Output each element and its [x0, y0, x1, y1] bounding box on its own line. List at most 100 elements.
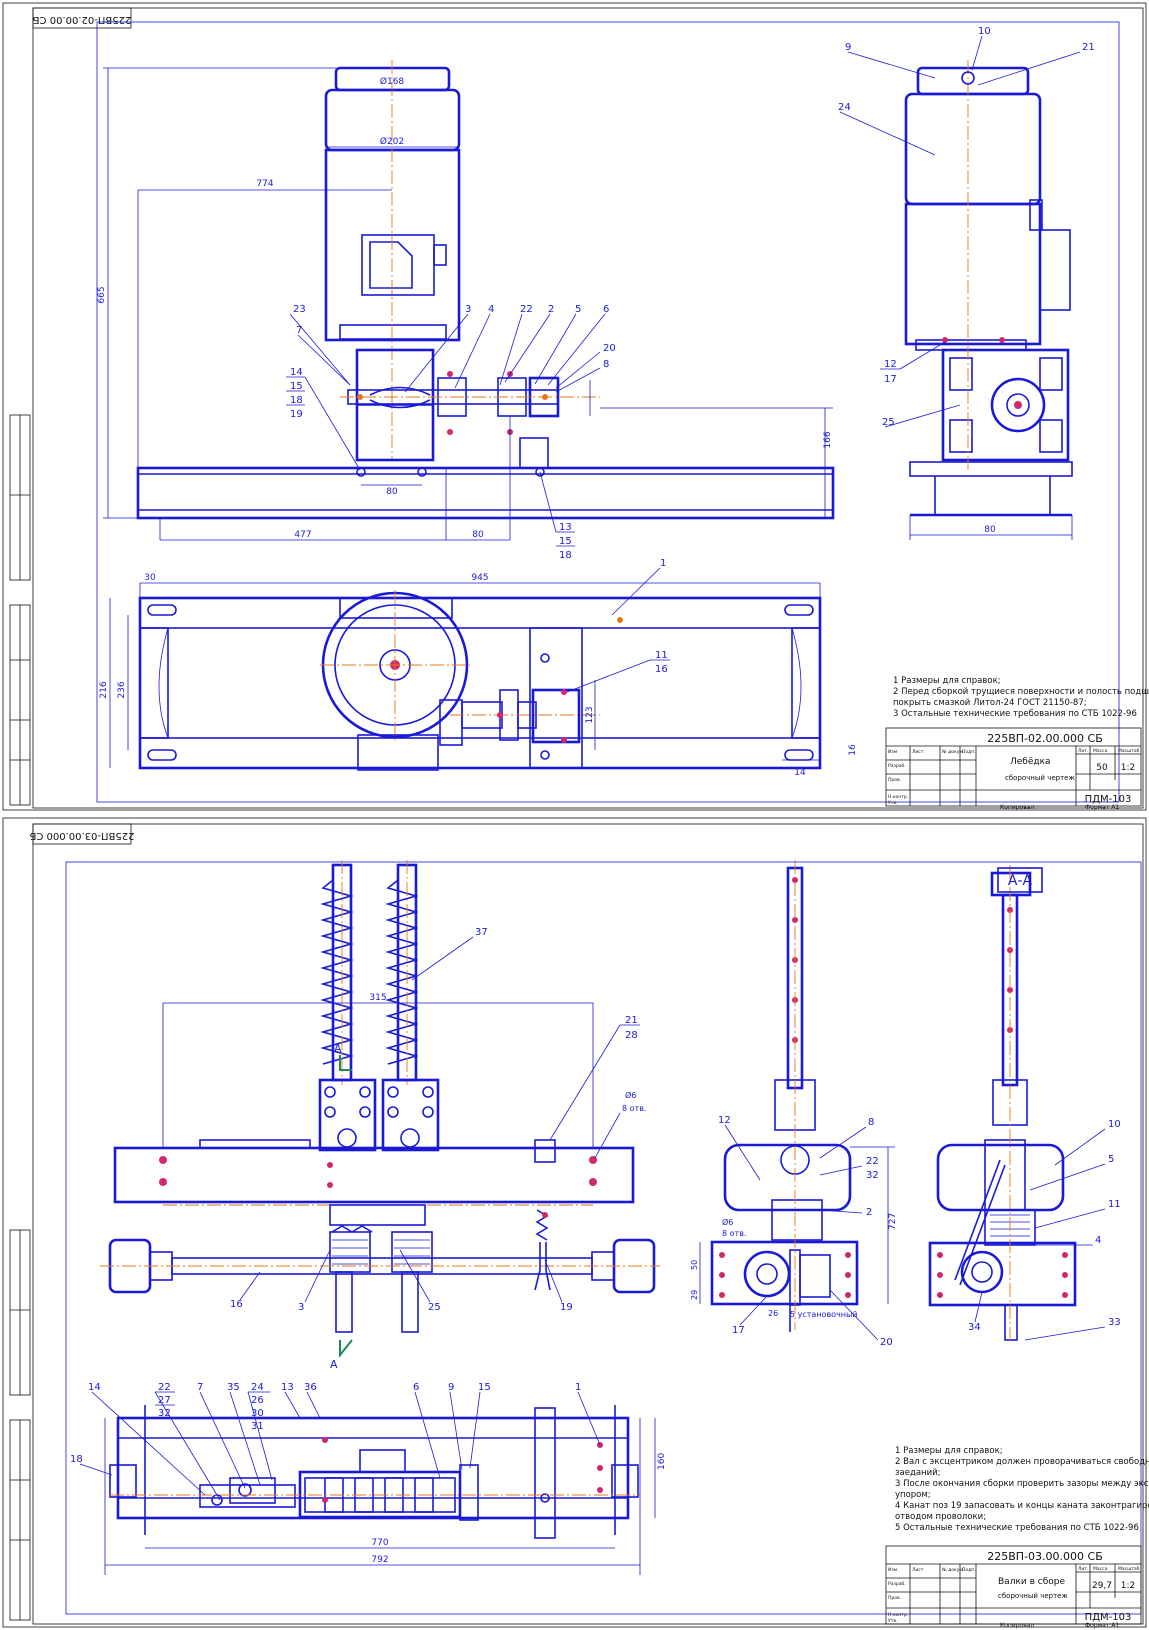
- rollers-section-aa: [928, 865, 1077, 1341]
- svg-text:22: 22: [158, 1382, 171, 1393]
- svg-text:Изм: Изм: [888, 1567, 897, 1573]
- svg-text:7: 7: [197, 1382, 203, 1393]
- sheet2-main-leaders: 37 21 28 Ø6 8 отв. 16 3 25 19: [230, 927, 646, 1313]
- svg-text:5 установочный: 5 установочный: [790, 1310, 858, 1319]
- svg-text:34: 34: [968, 1322, 981, 1333]
- svg-text:2: 2: [548, 304, 554, 315]
- svg-text:9: 9: [448, 1382, 454, 1393]
- svg-text:Ø202: Ø202: [380, 136, 404, 147]
- svg-text:Подп.: Подп.: [962, 749, 976, 755]
- sheet1-title-sub: сборочный чертеж: [1005, 774, 1075, 782]
- main-beam: [113, 1146, 635, 1204]
- sheet1-title-code: 225ВП-02.00.000 СБ: [987, 732, 1103, 745]
- svg-text:21: 21: [1082, 42, 1095, 53]
- svg-text:21: 21: [625, 1015, 638, 1026]
- svg-text:15: 15: [478, 1382, 491, 1393]
- section-aa-box: [997, 867, 1043, 893]
- section-mark-bottom: А: [330, 1358, 338, 1371]
- svg-text:18: 18: [559, 550, 572, 561]
- sheet2-stamp: 225ВП-03.00.000 СБ: [29, 830, 134, 841]
- svg-text:№ докум.: № докум.: [942, 749, 964, 755]
- bearing-support: [529, 627, 583, 769]
- svg-text:14: 14: [88, 1382, 101, 1393]
- svg-text:770: 770: [371, 1538, 388, 1548]
- svg-text:13: 13: [281, 1382, 294, 1393]
- svg-text:29: 29: [690, 1290, 699, 1300]
- rollers-main-view: [100, 860, 660, 1358]
- svg-text:32: 32: [866, 1170, 879, 1181]
- sheet2-copied: Копировал: [1000, 1622, 1034, 1629]
- sheet1-stamp: 225ВП-02.00.00 СБ: [33, 14, 132, 25]
- sheet2-format: Формат А1: [1085, 1622, 1119, 1629]
- svg-text:15: 15: [559, 536, 572, 547]
- svg-text:Лист: Лист: [912, 749, 924, 755]
- svg-text:20: 20: [603, 343, 616, 354]
- svg-text:4: 4: [488, 304, 494, 315]
- svg-text:23: 23: [293, 304, 306, 315]
- svg-text:12: 12: [718, 1115, 731, 1126]
- sheet1-title-block: [885, 727, 1142, 807]
- svg-text:Лит.: Лит.: [1078, 748, 1088, 754]
- svg-text:80: 80: [472, 530, 484, 540]
- winch-front-view: [103, 60, 835, 541]
- sheet2-org: ПДМ-103: [1085, 1612, 1132, 1623]
- svg-text:2 Перед сборкой трущиеся повер: 2 Перед сборкой трущиеся поверхности и п…: [893, 687, 1149, 697]
- svg-text:26: 26: [251, 1395, 264, 1406]
- svg-text:20: 20: [880, 1337, 893, 1348]
- sheet1-mass: 50: [1096, 763, 1108, 773]
- svg-text:1 Размеры для справок;: 1 Размеры для справок;: [895, 1446, 1003, 1456]
- svg-text:160: 160: [657, 1453, 667, 1470]
- svg-text:Масса: Масса: [1093, 748, 1108, 754]
- svg-text:3 После окончания сборки прове: 3 После окончания сборки проверить зазор…: [895, 1479, 1149, 1489]
- svg-text:36: 36: [304, 1382, 317, 1393]
- svg-text:Ø6: Ø6: [722, 1217, 733, 1227]
- svg-text:Лит.: Лит.: [1078, 1566, 1088, 1572]
- svg-text:14: 14: [290, 367, 303, 378]
- svg-text:Утв.: Утв.: [888, 800, 897, 806]
- svg-text:477: 477: [294, 530, 311, 540]
- svg-text:33: 33: [1108, 1317, 1121, 1328]
- base-frame: [136, 466, 835, 520]
- svg-text:9: 9: [845, 42, 851, 53]
- svg-text:22: 22: [866, 1156, 879, 1167]
- svg-text:Разраб.: Разраб.: [888, 763, 906, 769]
- svg-text:5 Остальные технические требов: 5 Остальные технические требования по СТ…: [895, 1523, 1139, 1533]
- svg-text:17: 17: [884, 374, 897, 385]
- svg-text:Масштаб: Масштаб: [1118, 748, 1140, 754]
- title-row-labels: Изм Лист № докум. Подп. Разраб. Пров. Н.…: [888, 748, 1140, 1624]
- svg-text:Масштаб: Масштаб: [1118, 1566, 1140, 1572]
- plan-frame: [138, 596, 822, 770]
- svg-text:18: 18: [290, 395, 303, 406]
- svg-text:24: 24: [251, 1382, 264, 1393]
- svg-text:3: 3: [465, 304, 471, 315]
- svg-text:17: 17: [732, 1325, 745, 1336]
- sheet1-side-labels: 9 10 21 24 12 17 25 80: [838, 26, 1095, 535]
- svg-text:216: 216: [99, 681, 109, 698]
- svg-text:11: 11: [655, 650, 668, 661]
- svg-text:166: 166: [823, 431, 833, 448]
- svg-text:8 отв.: 8 отв.: [722, 1229, 746, 1238]
- svg-text:18: 18: [70, 1454, 83, 1465]
- svg-text:16: 16: [230, 1299, 243, 1310]
- sheet1-org: ПДМ-103: [1085, 794, 1132, 805]
- svg-text:Лист: Лист: [912, 1567, 924, 1573]
- section-mark-top: А: [334, 1042, 342, 1055]
- rollers-side-view: [699, 860, 895, 1332]
- svg-text:774: 774: [256, 179, 273, 189]
- svg-text:Пров.: Пров.: [888, 777, 901, 783]
- svg-text:80: 80: [386, 487, 398, 497]
- sheet2-title-name: Валки в сборе: [998, 1577, 1065, 1587]
- svg-text:Пров.: Пров.: [888, 1595, 901, 1601]
- svg-text:12: 12: [884, 359, 897, 370]
- svg-text:22: 22: [520, 304, 533, 315]
- svg-text:7: 7: [296, 325, 302, 336]
- svg-text:Подп.: Подп.: [962, 1567, 976, 1573]
- svg-text:665: 665: [97, 286, 107, 303]
- svg-text:Н.контр.: Н.контр.: [888, 794, 908, 800]
- svg-text:Ø168: Ø168: [380, 76, 405, 87]
- svg-text:37: 37: [475, 927, 488, 938]
- svg-text:Н.контр.: Н.контр.: [888, 1612, 908, 1618]
- svg-text:24: 24: [838, 102, 851, 113]
- svg-text:15: 15: [290, 381, 303, 392]
- side-gearbox: [941, 348, 1070, 462]
